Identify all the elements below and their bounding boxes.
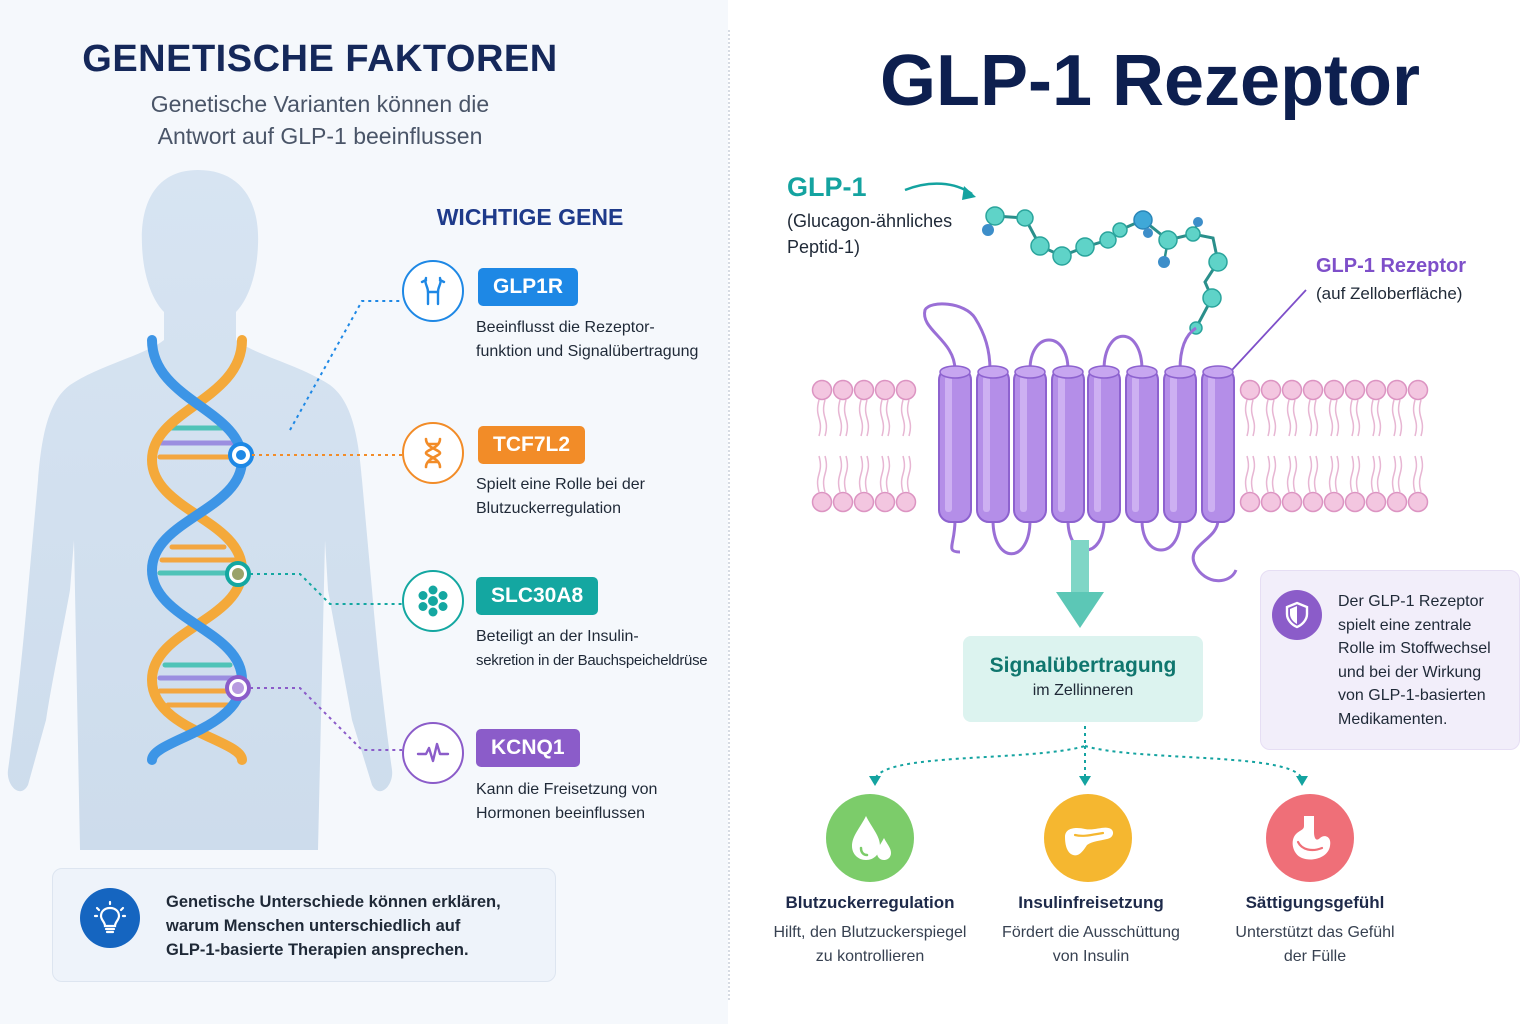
gene-connectors (250, 300, 402, 751)
note-text: Genetische Unterschiede können erklären,… (166, 893, 501, 959)
glp1-peptide-chain (982, 206, 1228, 335)
panel-divider (728, 30, 730, 1000)
gene-desc-glp1r: Beeinflusst die Rezeptor- funktion und S… (476, 319, 699, 360)
effect-title-satiety: Sättigungsgefühl (1245, 893, 1385, 912)
receptor-desc: (auf Zelloberfläche) (1316, 284, 1463, 303)
dna-icon (402, 422, 464, 484)
lipid-bilayer (811, 379, 1429, 513)
stomach-icon (1266, 794, 1354, 882)
receptor-icon (402, 260, 464, 322)
signal-box: Signalübertragung im Zellinneren (963, 636, 1203, 722)
gene-badge-kcnq1: KCNQ1 (476, 729, 580, 767)
effect-desc-blood-sugar: Hilft, den Blutzuckerspiegel zu kontroll… (773, 924, 967, 965)
gene-badge-tcf7l2: TCF7L2 (478, 426, 586, 464)
ligand-name: GLP-1 (787, 172, 867, 202)
lightbulb-icon (80, 888, 140, 948)
effect-title-insulin: Insulinfreisetzung (1018, 893, 1164, 912)
gene-desc-slc30a8: Beteiligt an der Insulin- sekretion in d… (476, 628, 708, 669)
gene-desc-kcnq1: Kann die Freisetzung von Hormonen beeinf… (476, 781, 658, 822)
pulse-icon (402, 722, 464, 784)
info-text: Der GLP-1 Rezeptor spielt eine zentrale … (1338, 593, 1491, 728)
dna-helix (146, 335, 254, 765)
signal-title: Signalübertragung (989, 654, 1177, 677)
human-silhouette-illustration (7, 170, 393, 850)
pancreas-icon (1044, 794, 1132, 882)
drop-icon (826, 794, 914, 882)
gene-badge-slc30a8: SLC30A8 (476, 577, 599, 615)
signal-subtitle: im Zellinneren (1032, 682, 1134, 699)
effect-title-blood-sugar: Blutzuckerregulation (785, 893, 955, 912)
shield-icon (1272, 590, 1322, 640)
left-title: GENETISCHE FAKTOREN (82, 38, 558, 80)
left-subtitle: Genetische Varianten können die Antwort … (150, 91, 490, 149)
receptor-helices (938, 365, 1235, 523)
gene-desc-tcf7l2: Spielt eine Rolle bei der Blutzuckerregu… (476, 476, 645, 517)
effect-desc-satiety: Unterstützt das Gefühl der Fülle (1235, 924, 1395, 965)
right-title: GLP-1 Rezeptor (879, 41, 1421, 121)
receptor-membrane-illustration (811, 182, 1429, 628)
signal-branch-arrows (869, 726, 1308, 786)
genes-heading: WICHTIGE GENE (436, 204, 624, 230)
cells-icon (402, 570, 464, 632)
effect-desc-insulin: Fördert die Ausschüttung von Insulin (1002, 924, 1180, 965)
ligand-desc: (Glucagon-ähnliches Peptid-1) (787, 211, 953, 257)
gene-badge-glp1r: GLP1R (478, 268, 579, 306)
receptor-name: GLP-1 Rezeptor (1316, 255, 1467, 277)
